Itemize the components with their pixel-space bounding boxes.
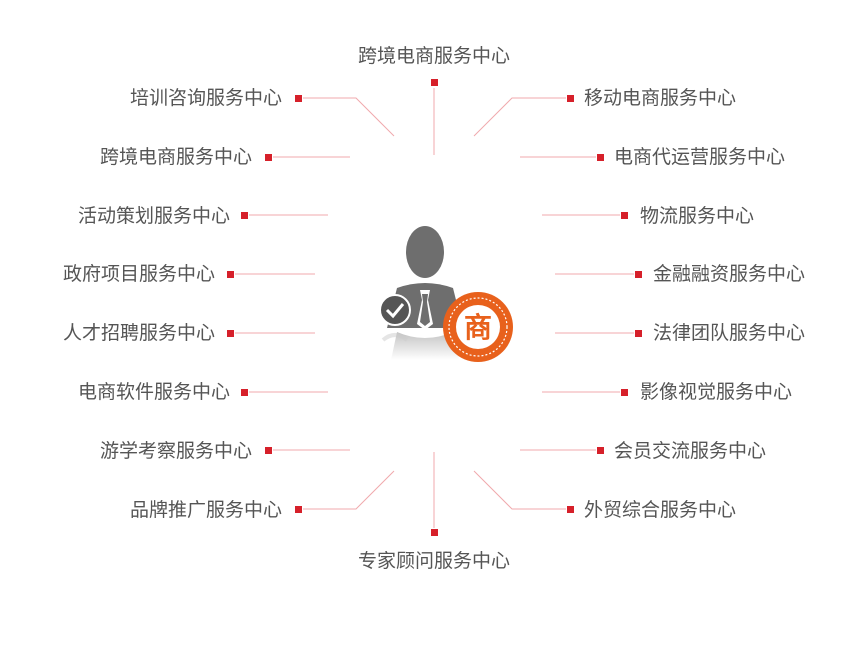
right-service-label-7[interactable]: 会员交流服务中心	[614, 440, 767, 462]
left-service-marker-7	[265, 447, 272, 454]
right-service-label-3[interactable]: 物流服务中心	[640, 205, 755, 227]
left-service-marker-3	[241, 212, 248, 219]
left-service-marker-8	[295, 506, 302, 513]
left-service-label-2[interactable]: 跨境电商服务中心	[99, 146, 252, 168]
left-service-marker-1	[295, 95, 302, 102]
right-service-label-8[interactable]: 外贸综合服务中心	[584, 499, 737, 521]
right-service-marker-3	[621, 212, 628, 219]
left-service-label-3[interactable]: 活动策划服务中心	[77, 205, 230, 227]
left-service-label-7[interactable]: 游学考察服务中心	[99, 440, 252, 462]
right-service-label-5[interactable]: 法律团队服务中心	[653, 322, 806, 344]
right-service-marker-8	[567, 506, 574, 513]
right-service-marker-6	[621, 389, 628, 396]
right-service-label-6[interactable]: 影像视觉服务中心	[640, 381, 793, 403]
left-service-label-4[interactable]: 政府项目服务中心	[62, 263, 215, 285]
bottom-service-label[interactable]: 专家顾问服务中心	[357, 550, 511, 572]
left-service-marker-5	[227, 330, 234, 337]
left-service-marker-2	[265, 154, 272, 161]
left-service-label-5[interactable]: 人才招聘服务中心	[62, 322, 215, 344]
left-service-marker-4	[227, 271, 234, 278]
check-circle-icon	[379, 294, 411, 342]
bottom-service-marker	[431, 529, 438, 536]
connector-right-8	[473, 470, 566, 510]
connector-left-8	[303, 470, 395, 510]
top-service-label[interactable]: 跨境电商服务中心	[357, 45, 511, 67]
right-service-label-4[interactable]: 金融融资服务中心	[653, 263, 806, 285]
connector-left-1	[303, 97, 395, 137]
top-service-marker	[431, 79, 438, 86]
logo-char: 商	[464, 311, 492, 344]
service-logo-seal-icon: 商	[443, 292, 513, 362]
right-service-marker-5	[635, 330, 642, 337]
right-service-marker-4	[635, 271, 642, 278]
right-service-label-2[interactable]: 电商代运营服务中心	[614, 146, 786, 168]
left-service-marker-6	[241, 389, 248, 396]
left-service-label-6[interactable]: 电商软件服务中心	[77, 381, 230, 403]
consultant-figure: 商	[379, 226, 513, 362]
left-service-label-1[interactable]: 培训咨询服务中心	[129, 87, 282, 109]
left-service-label-8[interactable]: 品牌推广服务中心	[129, 499, 282, 521]
right-service-marker-1	[567, 95, 574, 102]
person-icon	[387, 226, 463, 360]
right-service-label-1[interactable]: 移动电商服务中心	[584, 87, 737, 109]
right-service-marker-7	[597, 447, 604, 454]
connector-right-1	[473, 97, 566, 137]
right-service-marker-2	[597, 154, 604, 161]
